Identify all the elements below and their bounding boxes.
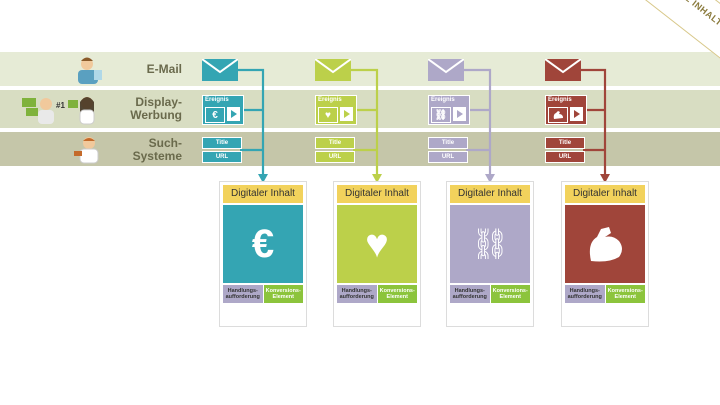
content-footer: Handlungs-aufforderung Konversions-Eleme… [450,285,530,303]
display-ad-card: Ereignis [545,95,587,125]
content-body: ♥ [337,205,417,283]
display-ad-title: Ereignis [431,97,455,103]
search-row-label: Such-Systeme [132,136,182,163]
envelope-icon [428,59,464,81]
search-url-field: URL [202,151,242,163]
email-row-label: E-Mail [146,62,182,76]
digital-content-card: Digitaler Inhalt Handlungs-aufforderung … [562,182,648,326]
search-url-field: URL [315,151,355,163]
biceps-icon [548,107,568,123]
search-result-card: Title URL [315,137,355,165]
envelope-icon [545,59,581,81]
search-title-field: Title [545,137,585,149]
play-icon [340,107,353,121]
display-ad-card: Ereignis € [202,95,244,125]
connector-line [464,68,492,176]
arrow-head-icon [258,174,268,183]
display-people-icon: #1 [22,97,95,125]
digital-content-header: Digitaler Inhalt [565,185,645,203]
arrow-head-icon [485,174,495,183]
display-ad-title: Ereignis [548,97,572,103]
content-body [565,205,645,283]
content-body: ⛓ [450,205,530,283]
display-ad-title: Ereignis [205,97,229,103]
search-result-card: Title URL [428,137,468,165]
digital-content-header: Digitaler Inhalt [450,185,530,203]
play-icon [453,107,466,121]
call-to-action-box: Handlungs-aufforderung [450,285,490,303]
digital-content-card: Digitaler Inhalt ⛓ Handlungs-aufforderun… [447,182,533,326]
chain-icon: ⛓ [431,107,451,123]
arrow-head-icon [372,174,382,183]
play-icon [570,107,583,121]
search-title-field: Title [428,137,468,149]
svg-text:#1: #1 [56,101,65,110]
call-to-action-box: Handlungs-aufforderung [565,285,605,303]
connector-line [351,68,379,176]
search-result-card: Title URL [202,137,242,165]
chain-icon: ⛓ [470,227,510,261]
conversion-element-box: Konversions-Element [490,285,530,303]
display-ad-card: Ereignis ⛓ [428,95,470,125]
heart-icon: ♥ [318,107,338,123]
digital-content-card: Digitaler Inhalt € Handlungs-aufforderun… [220,182,306,326]
content-footer: Handlungs-aufforderung Konversions-Eleme… [565,285,645,303]
search-person-icon [74,137,99,164]
search-url-field: URL [545,151,585,163]
conversion-element-box: Konversions-Element [377,285,417,303]
search-title-field: Title [315,137,355,149]
conversion-element-box: Konversions-Element [605,285,645,303]
content-body: € [223,205,303,283]
heart-icon: ♥ [365,221,389,266]
call-to-action-box: Handlungs-aufforderung [223,285,263,303]
biceps-icon [589,227,622,262]
euro-icon: € [251,221,275,266]
envelope-icon [315,59,351,81]
call-to-action-box: Handlungs-aufforderung [337,285,377,303]
email-person-icon [78,57,102,84]
search-title-field: Title [202,137,242,149]
conversion-element-box: Konversions-Element [263,285,303,303]
display-row-label: Display-Werbung [130,95,182,122]
search-url-field: URL [428,151,468,163]
play-icon [227,107,240,121]
digital-content-header: Digitaler Inhalt [223,185,303,203]
arrow-head-icon [600,174,610,183]
euro-icon: € [205,107,225,123]
content-footer: Handlungs-aufforderung Konversions-Eleme… [223,285,303,303]
digital-content-card: Digitaler Inhalt ♥ Handlungs-aufforderun… [334,182,420,326]
search-result-card: Title URL [545,137,585,165]
digital-content-header: Digitaler Inhalt [337,185,417,203]
display-ad-card: Ereignis ♥ [315,95,357,125]
display-ad-title: Ereignis [318,97,342,103]
envelope-icon [202,59,238,81]
content-footer: Handlungs-aufforderung Konversions-Eleme… [337,285,417,303]
